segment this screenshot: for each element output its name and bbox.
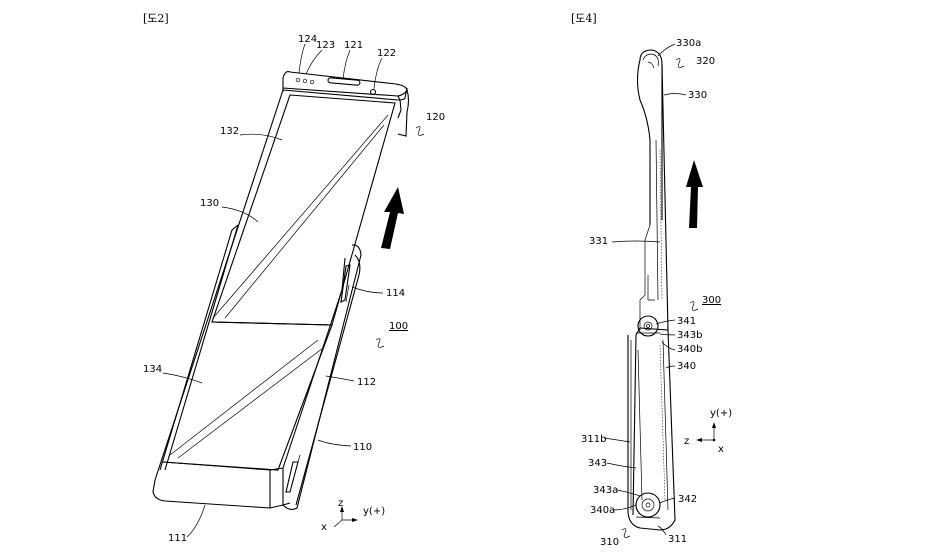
label-340a: 340a [590, 505, 615, 516]
slide-direction-arrow [381, 187, 404, 249]
fig4-axis-x: x [718, 444, 724, 455]
label-330a: 330a [676, 38, 701, 49]
label-300: 300 [702, 295, 721, 306]
label-343b: 343b [677, 330, 702, 341]
fig2-axis-z: z [338, 498, 343, 509]
sensor-124 [295, 77, 301, 83]
fig4-axis-y: y(+) [710, 408, 732, 419]
figure-4-axes: y(+) z x [684, 408, 732, 455]
front-camera-122 [369, 88, 377, 96]
lower-body-110 [152, 224, 362, 511]
roller-341 [637, 315, 659, 337]
label-342: 342 [678, 494, 697, 505]
side-button-114 [340, 264, 351, 303]
upper-body-120 [282, 71, 410, 137]
label-122: 122 [377, 48, 396, 59]
upper-frame-330 [636, 49, 669, 331]
label-112: 112 [357, 377, 376, 388]
label-121: 121 [344, 40, 363, 51]
slide-direction-arrow-fig4 [686, 160, 703, 228]
roller-342 [635, 492, 661, 518]
label-134: 134 [143, 364, 162, 375]
label-310: 310 [600, 537, 619, 548]
label-340b: 340b [677, 344, 702, 355]
fig4-axis-z: z [684, 436, 689, 447]
figure-2-axes: z y(+) x [321, 498, 385, 533]
label-331: 331 [589, 236, 608, 247]
label-311b: 311b [581, 434, 606, 445]
label-130: 130 [200, 198, 219, 209]
fig2-axis-x: x [321, 522, 327, 533]
label-311: 311 [668, 534, 687, 545]
lower-frame-310 [627, 315, 676, 531]
figure-2-title: [도2] [143, 12, 169, 25]
label-123: 123 [316, 40, 335, 51]
label-343: 343 [588, 458, 607, 469]
label-100: 100 [389, 321, 408, 332]
label-340: 340 [677, 361, 696, 372]
label-114: 114 [386, 288, 405, 299]
label-320: 320 [696, 56, 715, 67]
sensor-123 [302, 78, 308, 84]
label-124: 124 [298, 34, 317, 45]
figure-4-title: [도4] [571, 12, 597, 25]
label-120: 120 [426, 112, 445, 123]
figure-4-leaders [603, 43, 699, 538]
label-110: 110 [353, 442, 372, 453]
label-111: 111 [168, 533, 187, 544]
sensor-123b [309, 79, 315, 85]
bottom-port [285, 461, 299, 493]
label-132: 132 [220, 126, 239, 137]
label-330: 330 [688, 90, 707, 101]
label-341: 341 [677, 316, 696, 327]
flexible-display-130 [154, 89, 396, 481]
figure-2: [도2] [143, 12, 445, 544]
figure-2-leaders [162, 43, 425, 538]
figure-4: [도4] [571, 12, 732, 548]
speaker-grille-121 [327, 77, 361, 86]
fig2-axis-y: y(+) [363, 506, 385, 517]
label-343a: 343a [593, 485, 618, 496]
